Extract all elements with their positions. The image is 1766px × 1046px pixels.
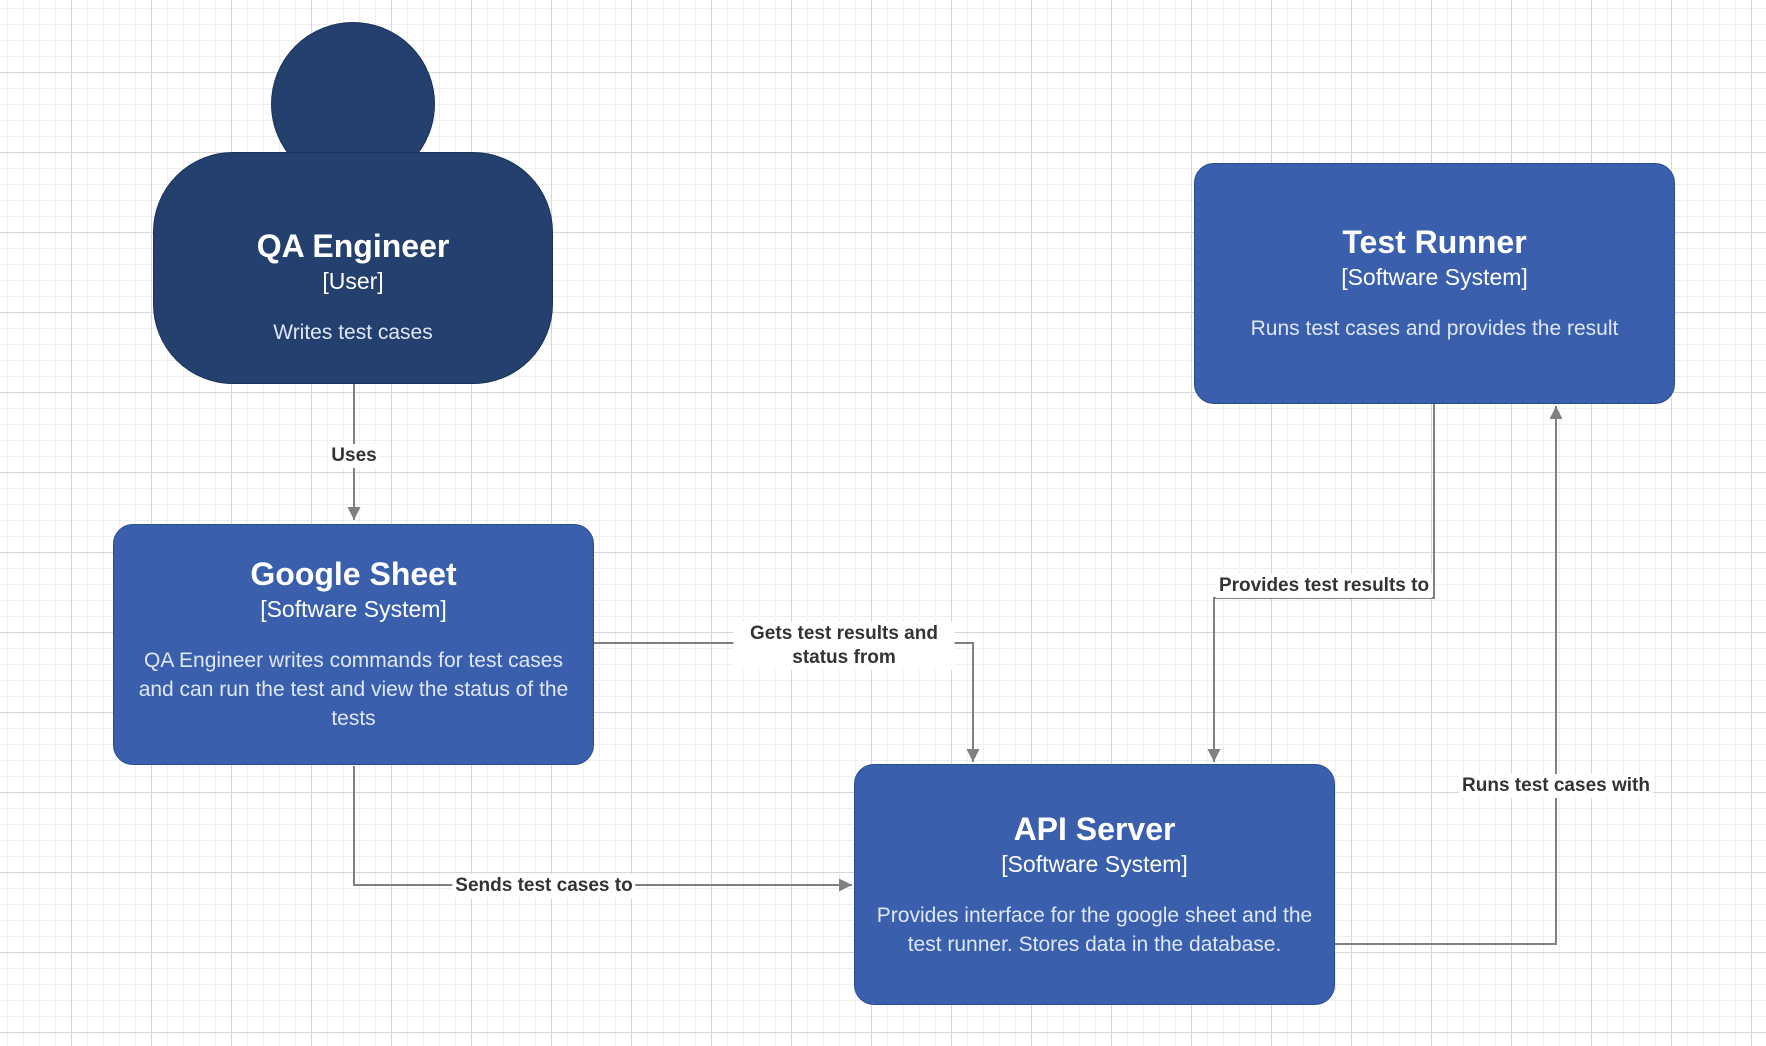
edge-gets-results-line[interactable]	[594, 642, 980, 762]
edge-sends-cases-label: Sends test cases to	[452, 874, 636, 898]
edge-provides-results-label: Provides test results to	[1215, 574, 1433, 598]
api-server-type: [Software System]	[1001, 850, 1188, 877]
edge-sends-cases-line[interactable]	[353, 766, 852, 892]
google-sheet-type: [Software System]	[260, 596, 447, 622]
api-server-node[interactable]: API Server [Software System] Provides in…	[854, 764, 1335, 1005]
google-sheet-node[interactable]: Google Sheet [Software System] QA Engine…	[113, 524, 594, 765]
api-server-title: API Server	[1013, 810, 1176, 847]
api-server-description: Provides interface for the google sheet …	[876, 903, 1313, 956]
edge-uses-label: Uses	[328, 444, 380, 468]
edge-runs-cases-line[interactable]	[1335, 406, 1563, 945]
qa-engineer-type: [User]	[322, 267, 384, 294]
qa-engineer-title: QA Engineer	[256, 227, 450, 264]
edge-gets-results-label: Gets test results and status from	[733, 622, 955, 670]
qa-engineer-node[interactable]: QA Engineer [User] Writes test cases	[153, 152, 553, 384]
edge-provides-results-line[interactable]	[1207, 404, 1435, 762]
test-runner-node[interactable]: Test Runner [Software System] Runs test …	[1194, 163, 1675, 404]
google-sheet-title: Google Sheet	[250, 556, 457, 592]
test-runner-type: [Software System]	[1341, 264, 1528, 290]
test-runner-description: Runs test cases and provides the result	[1250, 317, 1619, 340]
edge-runs-cases-label: Runs test cases with	[1459, 774, 1653, 798]
test-runner-title: Test Runner	[1342, 224, 1527, 260]
qa-engineer-description: Writes test cases	[273, 320, 433, 344]
google-sheet-description: QA Engineer writes commands for test cas…	[138, 649, 569, 730]
